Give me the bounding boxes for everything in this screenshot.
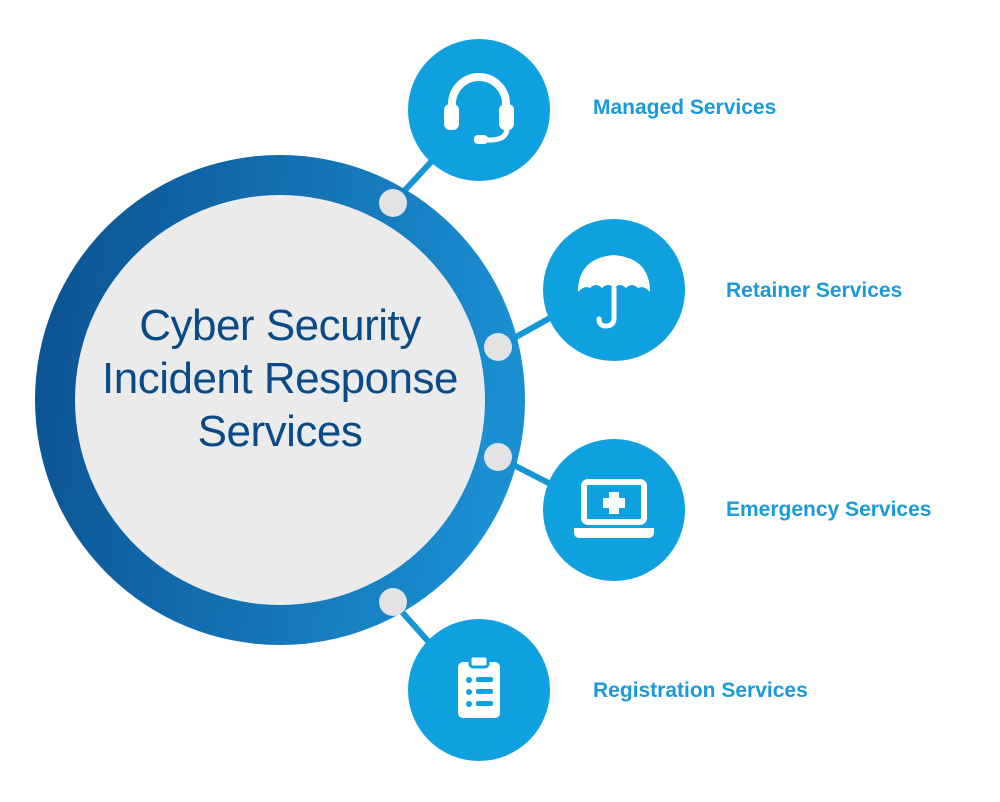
joint-retainer — [484, 333, 512, 361]
laptop-medical-icon — [574, 479, 654, 538]
service-label-registration: Registration Services — [593, 679, 808, 702]
center-title-line-1: Cyber Security — [139, 301, 421, 350]
joint-emergency — [484, 443, 512, 471]
service-label-managed: Managed Services — [593, 96, 777, 119]
clipboard-list-icon — [458, 654, 500, 718]
headset-icon — [444, 73, 514, 144]
center-disc — [75, 195, 485, 605]
center-title: Cyber Security Incident Response Service… — [95, 300, 465, 458]
service-node-emergency — [543, 439, 685, 581]
service-node-managed — [408, 39, 550, 181]
service-node-registration — [408, 619, 550, 761]
center-title-line-3: Services — [197, 406, 363, 456]
service-node-retainer — [543, 219, 685, 361]
service-label-retainer: Retainer Services — [726, 279, 903, 302]
joint-registration — [379, 588, 407, 616]
umbrella-icon — [578, 255, 650, 329]
service-label-emergency: Emergency Services — [726, 498, 932, 521]
ring-joints — [379, 189, 512, 616]
joint-managed — [379, 189, 407, 217]
center-title-line-2: Incident Response — [102, 353, 458, 403]
